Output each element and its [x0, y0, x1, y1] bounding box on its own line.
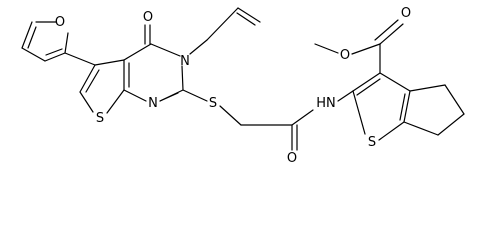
bond-s-c7a — [106, 89, 125, 114]
bond-cp-c4-c5 — [444, 84, 465, 115]
bond-cp-c3a-c4 — [409, 84, 446, 92]
bond-furan-c3-c2-inner — [45, 48, 63, 56]
bond-c2-s — [182, 89, 208, 102]
bond-c4-c4a — [123, 43, 152, 61]
bond-th-c6a-s — [378, 121, 405, 141]
structure-diagram: O O N N S O HN S S O O — [21, 6, 465, 166]
atom-thioether-sulfur: S — [209, 96, 217, 111]
bond-c5-furan — [64, 52, 96, 66]
bond-furan-c4-c3 — [21, 47, 46, 62]
bond-th-c3a-c6a — [403, 90, 411, 123]
bond-cp-c5-c6 — [437, 113, 465, 136]
bond-s-ch2 — [219, 105, 242, 126]
bond-oalkyl-methyl — [314, 43, 339, 54]
bond-th-s-c2 — [352, 90, 366, 135]
bond-c6-s — [79, 91, 94, 113]
bond-ester-c-o-inner — [374, 19, 399, 41]
atom-furan-oxygen: O — [55, 15, 65, 30]
atom-amide-oxygen: O — [287, 151, 297, 166]
bond-n3-c2 — [181, 65, 184, 91]
bond-vinyl-double — [237, 7, 261, 23]
bond-furan-c2-o — [64, 32, 69, 54]
bonds — [21, 7, 465, 151]
bond-c4a-c5 — [94, 59, 125, 66]
bond-c2-n1-inner — [159, 92, 179, 102]
bond-n3-c4 — [150, 43, 181, 57]
bond-nh-c2 — [337, 90, 354, 102]
atom-ring-n1: N — [148, 96, 158, 111]
atom-carbonyl-oxygen: O — [143, 10, 153, 25]
bond-c5-c6-inner — [85, 69, 100, 93]
bond-ester-c-oalkyl — [351, 43, 381, 55]
bond-n1-c7a — [123, 89, 147, 102]
bond-th-c3a-c6a-inner — [399, 93, 406, 121]
atom-ester-oxygen: O — [340, 48, 350, 63]
bond-furan-c3-c2 — [44, 52, 66, 62]
bond-th-c2-c3-inner — [356, 78, 381, 96]
bond-ester-c-o — [379, 23, 404, 45]
atom-labels: O O N N S O HN S S O O — [55, 6, 411, 166]
bond-allyl-ch2-n — [189, 39, 208, 55]
bond-c5-c6 — [79, 64, 96, 93]
bond-co-nh — [291, 109, 314, 126]
bond-th-c2-c3 — [352, 72, 381, 92]
bond-vinyl-ch — [206, 7, 239, 41]
atom-ester-carbonyl-oxygen: O — [401, 6, 411, 21]
bond-vinyl-double-inner — [236, 12, 256, 26]
atom-ring-n3: N — [180, 54, 190, 69]
atom-thiophene-sulfur: S — [368, 135, 376, 150]
bond-furan-c5-c4-inner — [27, 26, 37, 49]
bond-cp-c6-c6a — [403, 121, 439, 136]
atom-thienopyrimidine-sulfur: S — [96, 111, 104, 126]
atom-amide-nh: HN — [316, 96, 336, 111]
molecule-drawing: O O N N S O HN S S O O — [21, 6, 465, 166]
bond-th-c3-c3a — [379, 72, 411, 92]
bond-furan-c5-c4 — [21, 21, 33, 49]
